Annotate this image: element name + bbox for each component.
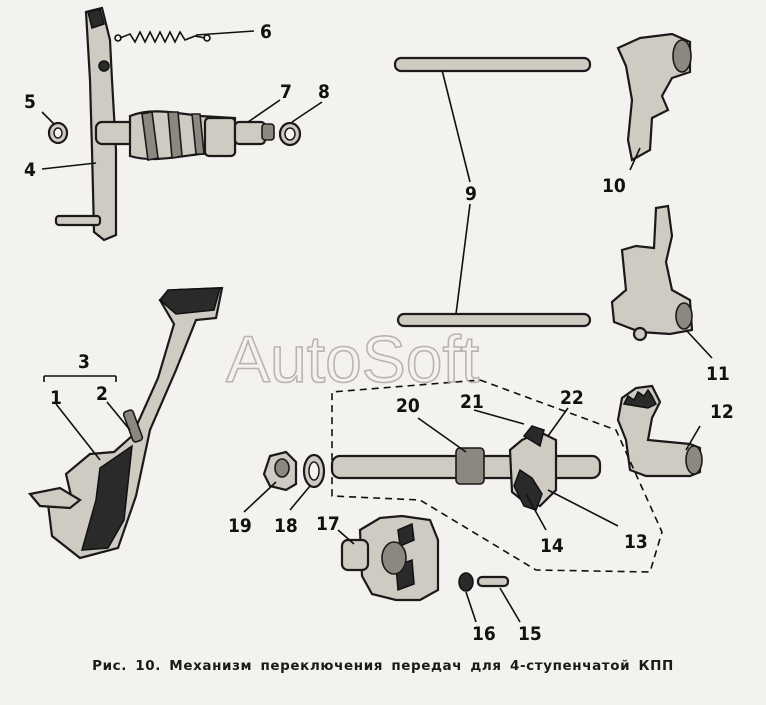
part-16-clip (458, 572, 474, 592)
part-17-clutch (340, 514, 440, 602)
label-18: 18 (274, 515, 298, 537)
label-3: 3 (78, 351, 90, 373)
label-2: 2 (96, 383, 108, 405)
label-13: 13 (624, 531, 648, 553)
label-1: 1 (50, 387, 62, 409)
dashed-outline (331, 379, 663, 573)
part-6-spring (114, 30, 211, 44)
label-4: 4 (24, 159, 36, 181)
part-9-rods (393, 56, 592, 328)
label-15: 15 (518, 623, 542, 645)
watermark: AutoSoft (226, 322, 479, 396)
label-17: 17 (316, 513, 340, 535)
part-5-ring (47, 121, 69, 145)
part-11-fork (610, 204, 694, 342)
label-20: 20 (396, 395, 420, 417)
leader-lines (41, 30, 713, 623)
label-6: 6 (260, 21, 272, 43)
label-9: 9 (465, 183, 477, 205)
figure-caption: Рис. 10. Механизм переключения передач д… (92, 658, 674, 674)
label-5: 5 (24, 91, 36, 113)
label-22: 22 (560, 387, 584, 409)
label-12: 12 (710, 401, 734, 423)
part-18-washer (302, 453, 326, 489)
part-10-fork (616, 32, 692, 162)
part-pedal (27, 286, 224, 560)
part-8-ring (278, 121, 302, 147)
label-14: 14 (540, 535, 564, 557)
label-16: 16 (472, 623, 496, 645)
label-21: 21 (460, 391, 484, 413)
part-12-sector-fork (616, 384, 703, 478)
part-19-nut (262, 450, 298, 492)
label-19: 19 (228, 515, 252, 537)
part-labels: 1 2 3 4 5 6 7 8 9 10 11 12 13 14 15 16 1… (24, 21, 734, 645)
part-shaft-assembly (330, 425, 602, 511)
label-8: 8 (318, 81, 330, 103)
label-7: 7 (280, 81, 292, 103)
part-7-selector-shaft (94, 110, 275, 161)
label-10: 10 (602, 175, 626, 197)
part-15-pin (476, 575, 510, 588)
label-11: 11 (706, 363, 730, 385)
